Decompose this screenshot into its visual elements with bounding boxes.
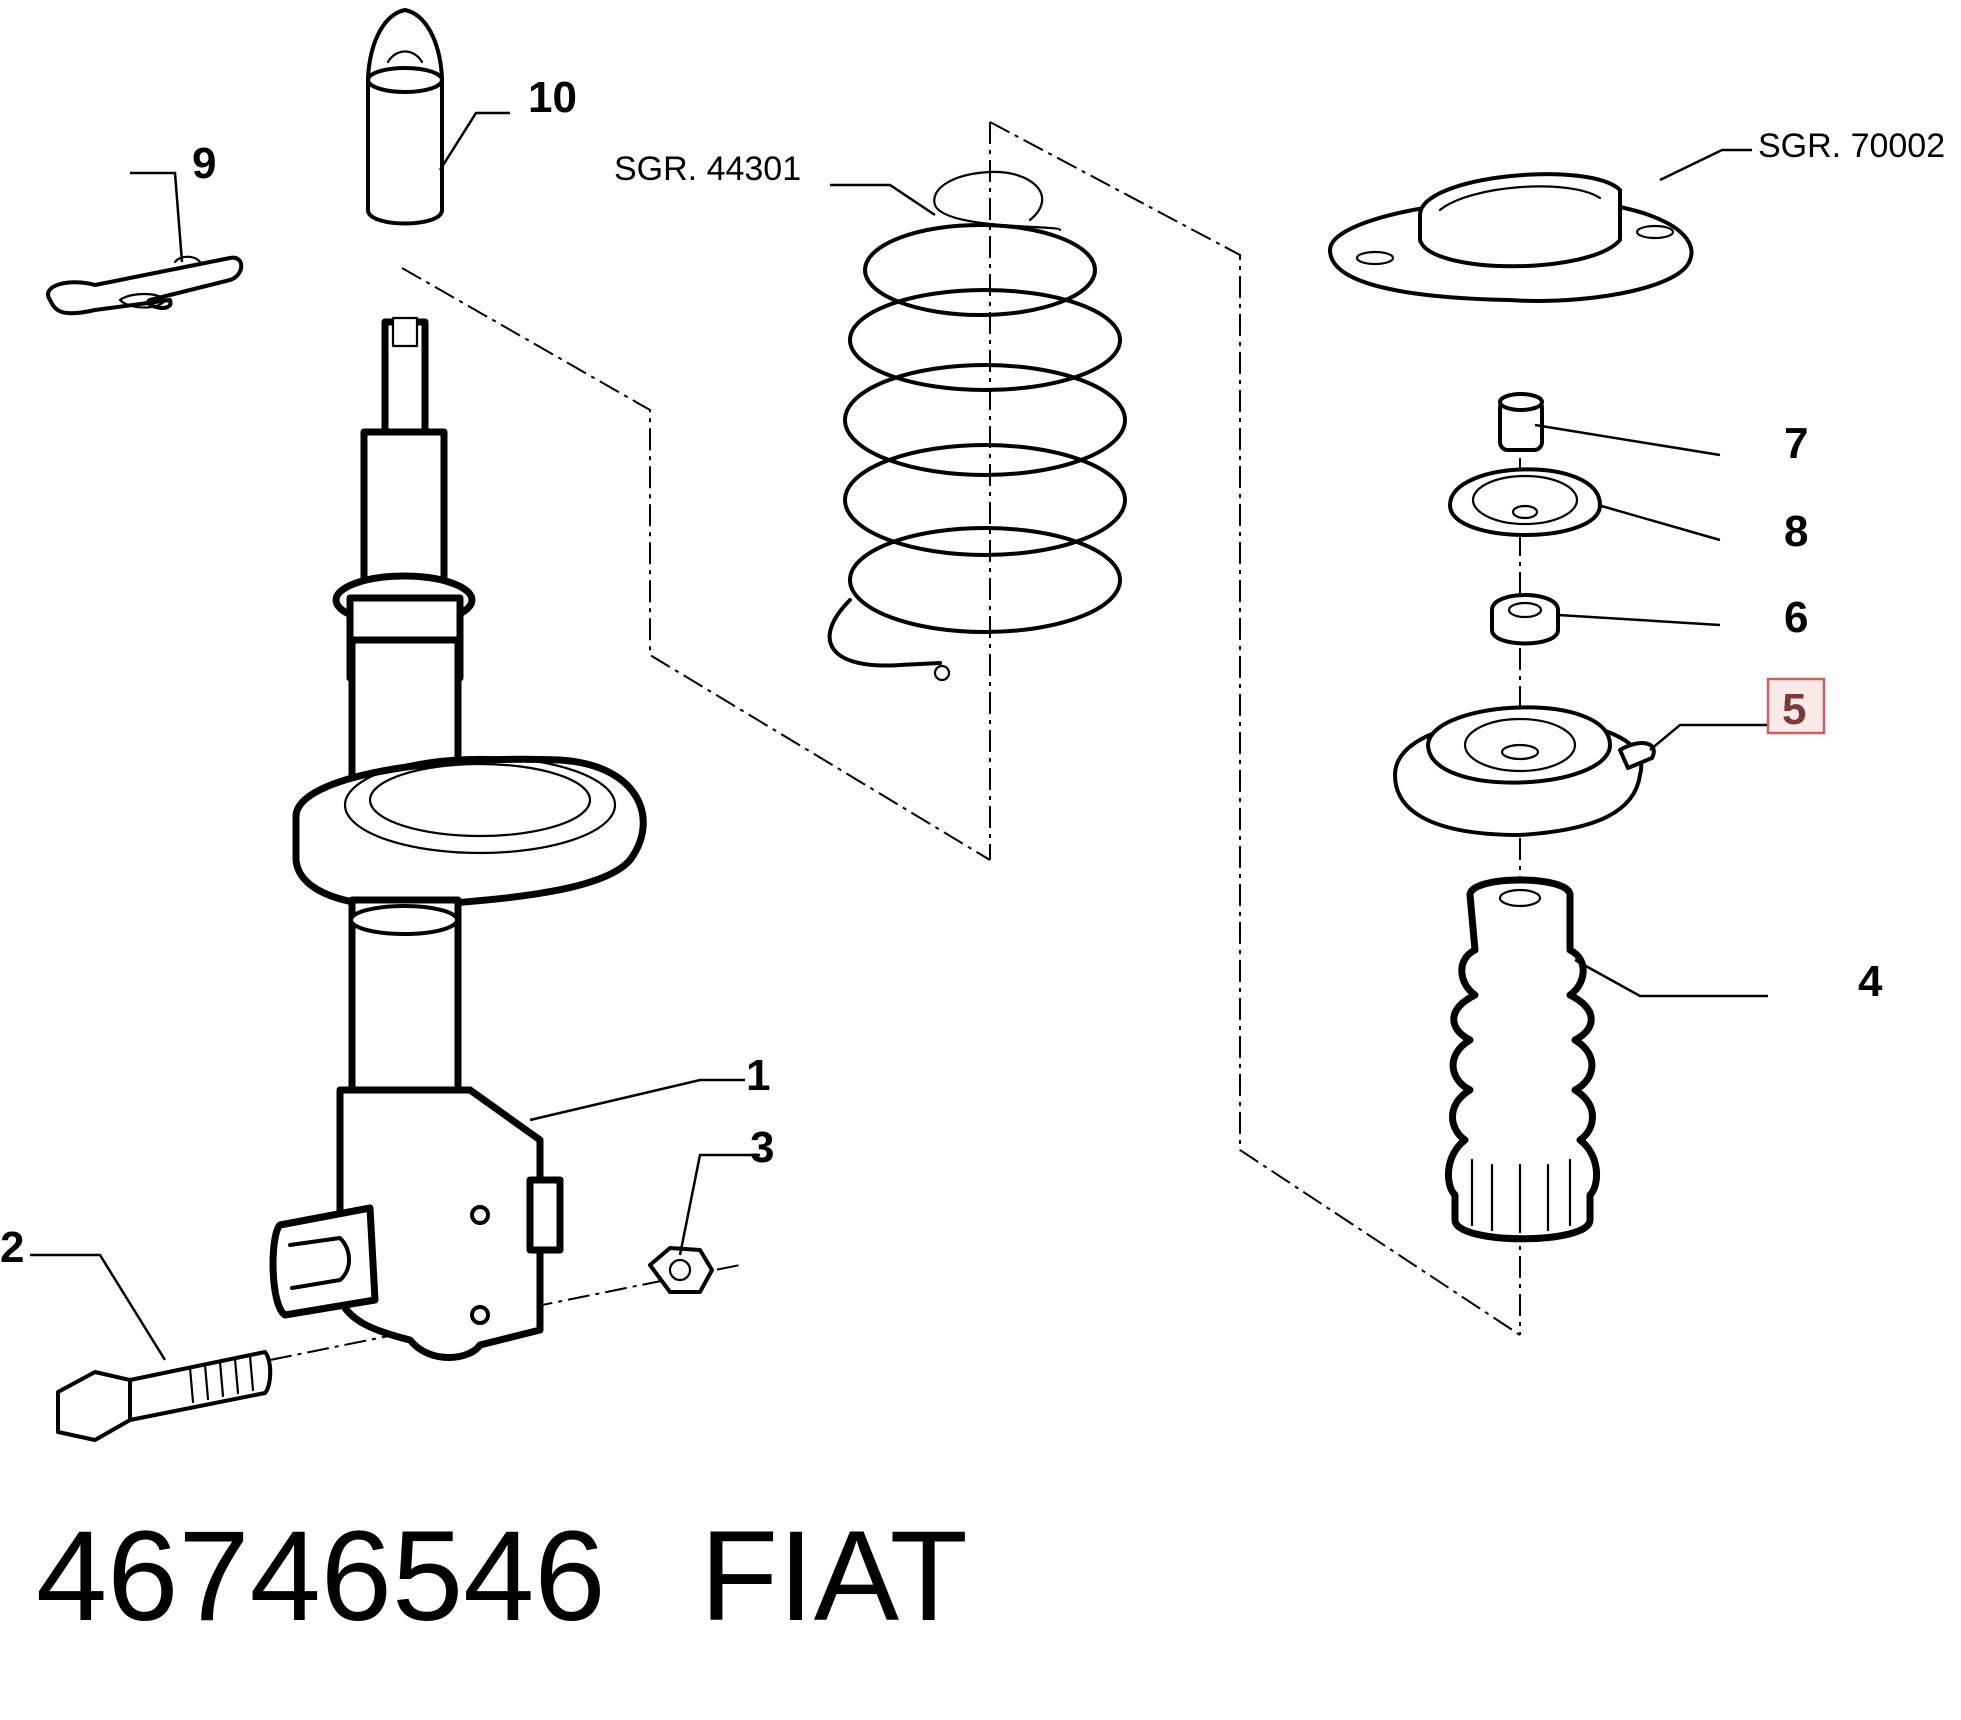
callout-5-highlight	[1766, 677, 1826, 735]
part-8-cup	[1448, 467, 1602, 537]
part-4-bump-stop-boot	[1444, 876, 1601, 1243]
callout-7: 7	[1784, 419, 1808, 468]
part-7-top-nut	[1498, 392, 1544, 452]
part-5-strut-mount	[1393, 705, 1656, 837]
callout-3: 3	[750, 1123, 774, 1172]
callout-8: 8	[1784, 507, 1808, 556]
callout-5: 5	[1782, 685, 1806, 734]
group-ref-spring: SGR. 44301	[614, 150, 801, 188]
brand-label: FIAT	[700, 1505, 968, 1648]
part-6-bush	[1490, 593, 1560, 646]
part-1-strut	[269, 316, 647, 1361]
callout-6: 6	[1784, 593, 1808, 642]
top-mount-plate	[1328, 172, 1694, 303]
group-ref-top-mount: SGR. 70002	[1758, 127, 1945, 165]
part-9-clip	[46, 255, 244, 316]
part-2-bolt	[56, 1350, 273, 1442]
leader-lines	[30, 111, 1770, 1361]
callout-labels: 10 9 1 2 3 7 8 6 5 4 SGR. 44301 SGR. 700…	[0, 73, 1945, 1272]
part-3-nut	[648, 1246, 714, 1294]
footer: 46746546 FIAT	[36, 1505, 968, 1648]
part-number: 46746546	[36, 1505, 606, 1648]
callout-9: 9	[192, 139, 216, 188]
callout-1: 1	[746, 1051, 770, 1100]
part-10-bump-cap	[366, 8, 444, 226]
coil-spring	[827, 170, 1127, 682]
callout-10: 10	[528, 73, 577, 122]
callout-4: 4	[1858, 957, 1883, 1006]
callout-2: 2	[0, 1223, 24, 1272]
